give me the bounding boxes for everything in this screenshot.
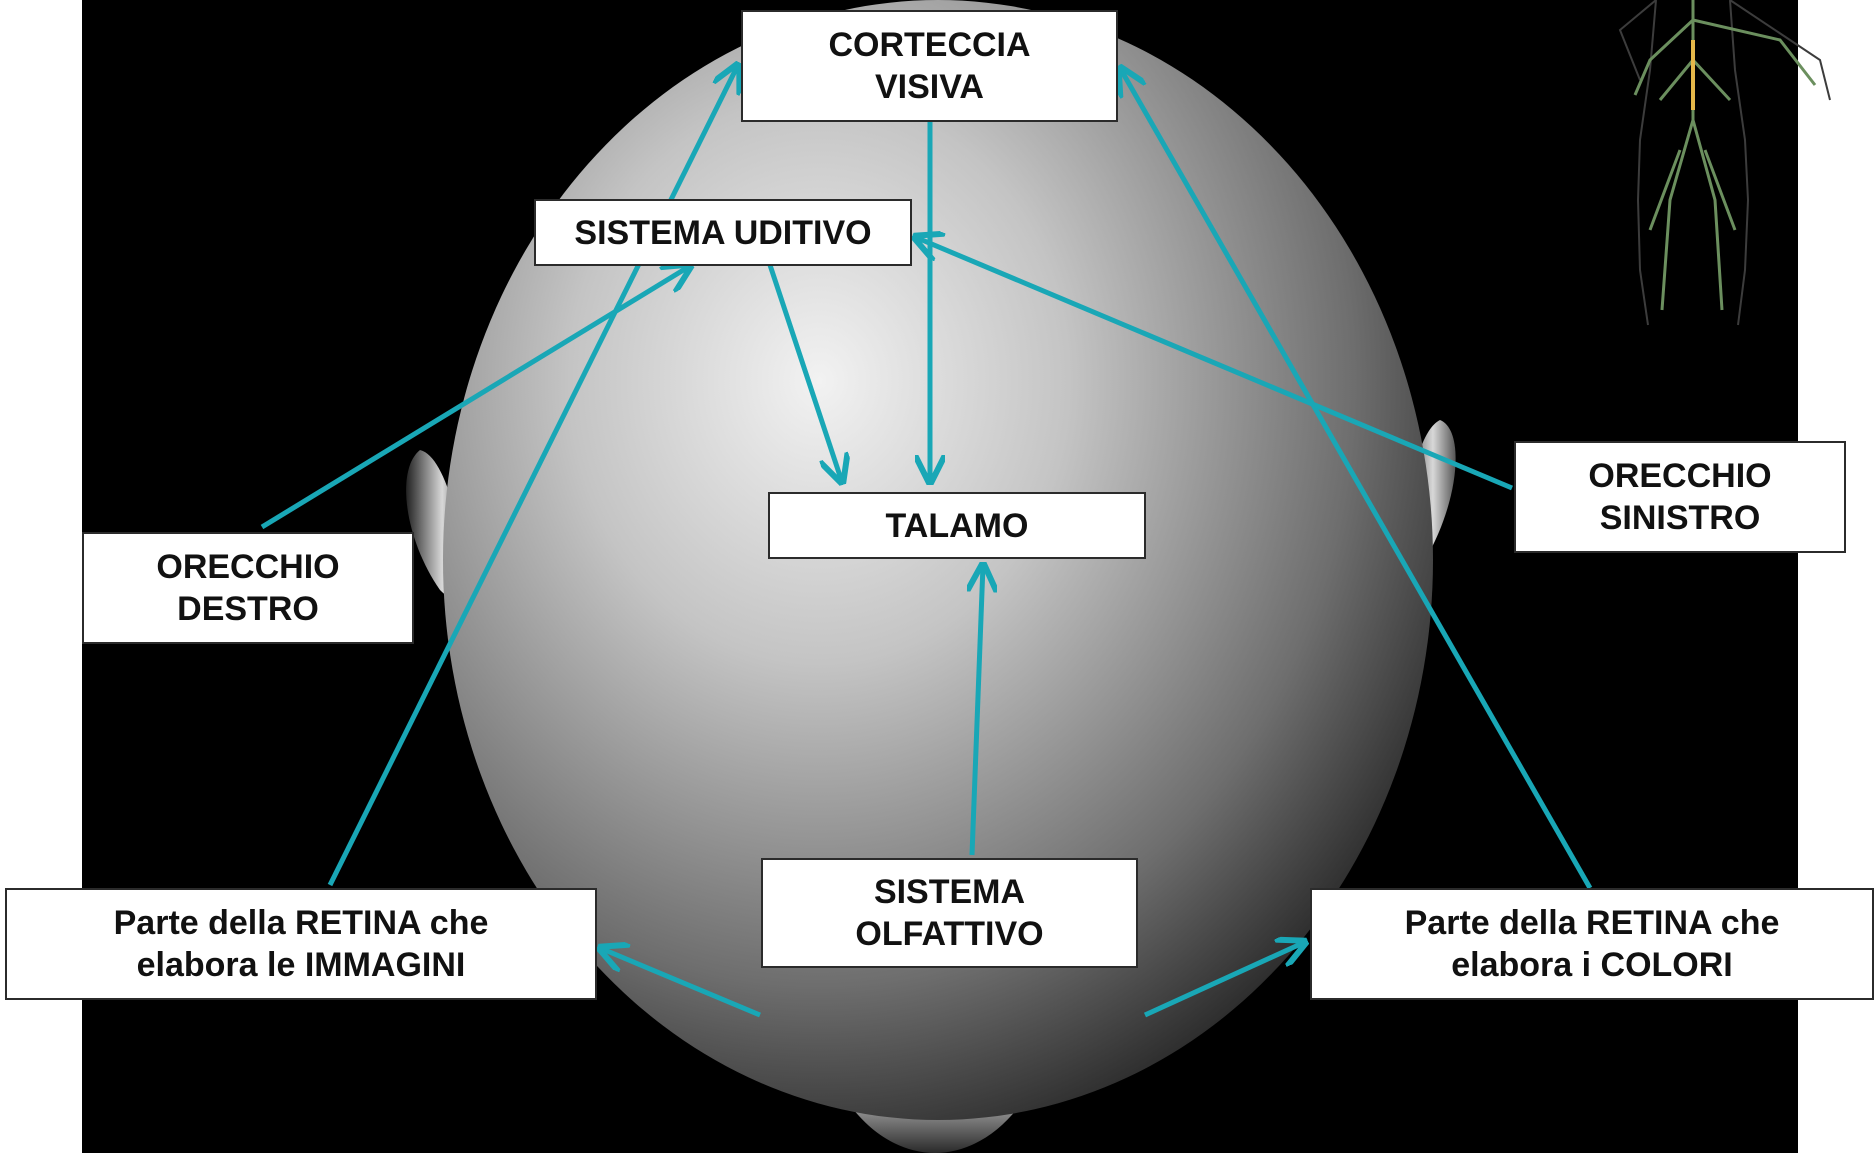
label-orecchio-destro: ORECCHIO DESTRO [82, 532, 414, 644]
label-corteccia-visiva: CORTECCIA VISIVA [741, 10, 1118, 122]
label-sistema-olfattivo: SISTEMA OLFATTIVO [761, 858, 1138, 968]
arrow-retina-immagini-to-corteccia [330, 65, 738, 885]
label-retina-colori: Parte della RETINA che elabora i COLORI [1310, 888, 1874, 1000]
arrow-uditivo-to-talamo [770, 265, 842, 482]
label-orecchio-sinistro: ORECCHIO SINISTRO [1514, 441, 1846, 553]
arrow-orecchio-sinistro-to-uditivo [915, 237, 1512, 488]
label-retina-immagini: Parte della RETINA che elabora le IMMAGI… [5, 888, 597, 1000]
arrow-nose-to-retina-immagini [600, 948, 760, 1015]
arrow-olfattivo-to-talamo [972, 565, 983, 855]
label-sistema-uditivo: SISTEMA UDITIVO [534, 199, 912, 266]
label-talamo: TALAMO [768, 492, 1146, 559]
arrow-nose-to-retina-colori [1145, 942, 1305, 1015]
arrow-orecchio-destro-to-uditivo [262, 266, 690, 527]
